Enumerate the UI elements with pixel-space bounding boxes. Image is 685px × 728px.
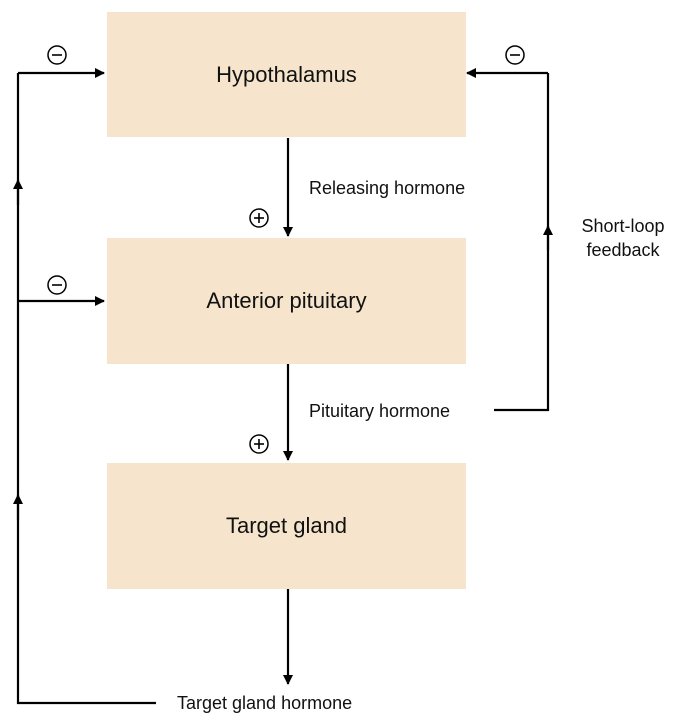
plus-sign-icon	[249, 434, 269, 454]
hypothalamus-box: Hypothalamus	[107, 12, 466, 137]
pituitary-hormone-label: Pituitary hormone	[309, 401, 451, 421]
minus-sign-icon	[47, 275, 67, 295]
target-gland-hormone-label: Target gland hormone	[177, 693, 353, 713]
target-gland-box: Target gland	[107, 463, 466, 589]
short-loop-feedback-label: Short-loop feedback	[568, 214, 678, 262]
hypothalamus-label: Hypothalamus	[216, 61, 357, 87]
minus-sign-icon	[505, 45, 525, 65]
anterior-pituitary-box: Anterior pituitary	[107, 238, 466, 364]
target-gland-label: Target gland	[225, 513, 348, 538]
short-loop-feedback-line	[494, 73, 550, 412]
minus-sign-icon	[47, 45, 67, 65]
short-loop-feedback-line2: feedback	[586, 240, 660, 260]
short-loop-feedback-line1: Short-loop	[581, 216, 665, 236]
releasing-hormone-label: Releasing hormone	[309, 178, 466, 198]
plus-sign-icon	[249, 208, 269, 228]
long-loop-feedback-line	[16, 73, 156, 705]
anterior-pituitary-label: Anterior pituitary	[206, 288, 367, 313]
